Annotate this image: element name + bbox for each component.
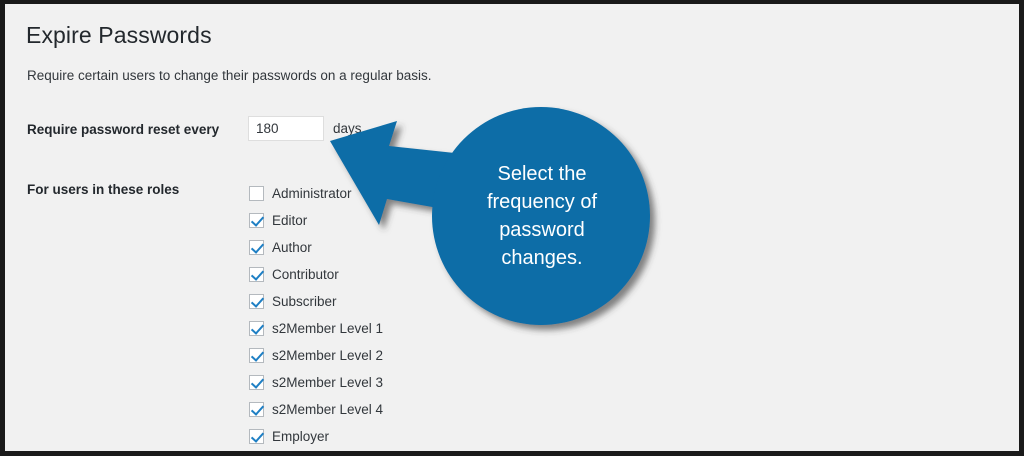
role-row-administrator[interactable]: Administrator: [249, 180, 449, 207]
page-title: Expire Passwords: [26, 22, 212, 48]
role-row-subscriber[interactable]: Subscriber: [249, 288, 449, 315]
callout-line-2: frequency of: [486, 191, 598, 213]
reset-interval-input[interactable]: [248, 116, 324, 141]
reset-interval-unit: days: [333, 121, 362, 136]
checkbox-employer[interactable]: [249, 429, 264, 444]
checkbox-s2member-level-1[interactable]: [249, 321, 264, 336]
role-label-contributor: Contributor: [272, 266, 339, 282]
roles-label: For users in these roles: [27, 182, 180, 197]
callout-text: Select the frequency of password changes…: [433, 160, 651, 272]
page-description: Require certain users to change their pa…: [27, 68, 432, 83]
role-label-administrator: Administrator: [272, 185, 352, 201]
role-label-subscriber: Subscriber: [272, 293, 337, 309]
role-label-editor: Editor: [272, 212, 308, 228]
checkbox-subscriber[interactable]: [249, 294, 264, 309]
role-label-s2member-level-4: s2Member Level 4: [272, 401, 384, 417]
checkbox-author[interactable]: [249, 240, 264, 255]
callout-line-1: Select the: [497, 163, 587, 185]
role-row-s2member-level-3[interactable]: s2Member Level 3: [249, 369, 449, 396]
role-row-editor[interactable]: Editor: [249, 207, 449, 234]
reset-interval-label: Require password reset every: [27, 122, 220, 137]
role-row-author[interactable]: Author: [249, 234, 449, 261]
role-label-author: Author: [272, 239, 312, 255]
role-label-employer: Employer: [272, 428, 330, 444]
role-row-s2member-level-2[interactable]: s2Member Level 2: [249, 342, 449, 369]
checkbox-s2member-level-2[interactable]: [249, 348, 264, 363]
checkbox-contributor[interactable]: [249, 267, 264, 282]
role-label-s2member-level-3: s2Member Level 3: [272, 374, 384, 390]
checkbox-editor[interactable]: [249, 213, 264, 228]
callout-line-3: password: [499, 219, 585, 241]
callout-line-4: changes.: [501, 247, 583, 269]
role-label-s2member-level-1: s2Member Level 1: [272, 320, 384, 336]
settings-panel: Expire Passwords Require certain users t…: [5, 4, 1019, 451]
role-row-s2member-level-4[interactable]: s2Member Level 4: [249, 396, 449, 423]
roles-checkbox-list: Administrator Editor Author Contributor …: [249, 180, 449, 450]
checkbox-administrator[interactable]: [249, 186, 264, 201]
role-row-contributor[interactable]: Contributor: [249, 261, 449, 288]
checkbox-s2member-level-3[interactable]: [249, 375, 264, 390]
role-row-employer[interactable]: Employer: [249, 423, 449, 450]
checkbox-s2member-level-4[interactable]: [249, 402, 264, 417]
role-row-s2member-level-1[interactable]: s2Member Level 1: [249, 315, 449, 342]
role-label-s2member-level-2: s2Member Level 2: [272, 347, 384, 363]
